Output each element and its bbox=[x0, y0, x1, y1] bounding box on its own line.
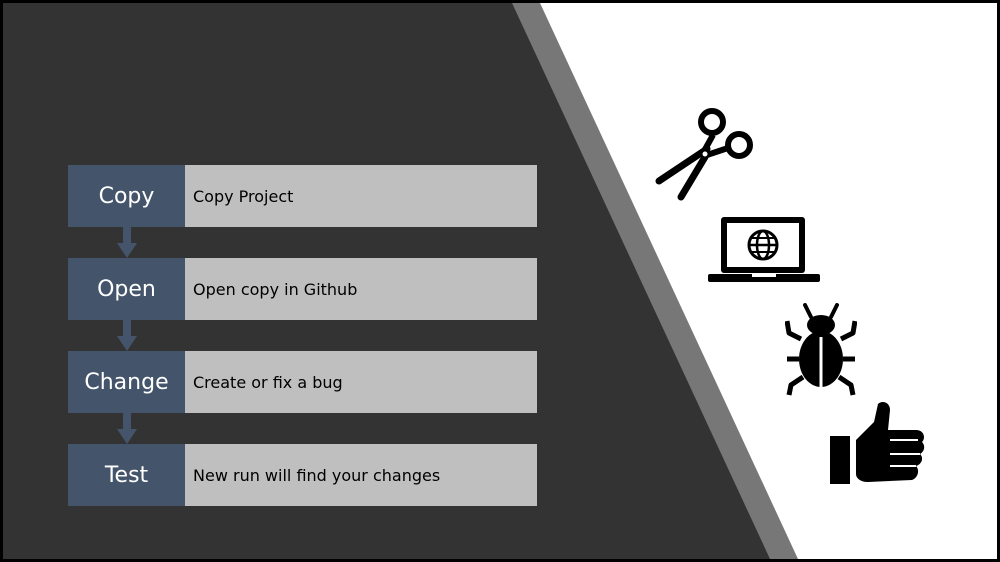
thumbs-up-icon bbox=[830, 402, 925, 484]
step-description: Copy Project bbox=[185, 165, 537, 227]
step-description: Open copy in Github bbox=[185, 258, 537, 320]
laptop-globe-icon bbox=[708, 217, 820, 282]
arrow-down-2 bbox=[117, 320, 137, 351]
step-label: Copy bbox=[68, 165, 185, 227]
step-label: Open bbox=[68, 258, 185, 320]
step-change: Change Create or fix a bug bbox=[68, 351, 537, 413]
step-label: Change bbox=[68, 351, 185, 413]
bug-icon bbox=[785, 303, 857, 396]
step-open: Open Open copy in Github bbox=[68, 258, 537, 320]
arrow-down-1 bbox=[117, 227, 137, 258]
scissors-icon bbox=[655, 108, 753, 201]
step-description: Create or fix a bug bbox=[185, 351, 537, 413]
step-label: Test bbox=[68, 444, 185, 506]
step-description: New run will find your changes bbox=[185, 444, 537, 506]
step-copy: Copy Copy Project bbox=[68, 165, 537, 227]
arrow-down-3 bbox=[117, 413, 137, 444]
step-test: Test New run will find your changes bbox=[68, 444, 537, 506]
